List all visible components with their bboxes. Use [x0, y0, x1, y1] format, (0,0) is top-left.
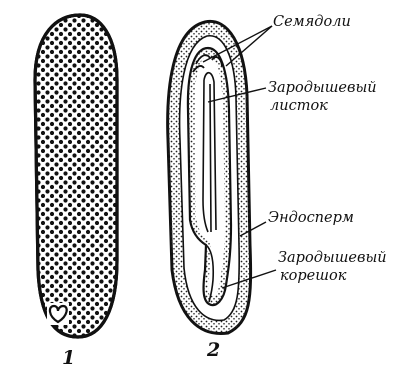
label-embryonic-leaf-2: листок	[270, 98, 328, 114]
seed-1-dotted-surface	[30, 10, 125, 345]
label-embryonic-root-1: Зародышевый	[278, 250, 387, 266]
label-endosperm: Эндосперм	[268, 210, 354, 226]
seed-section-figure	[168, 21, 276, 333]
figure-number-1: 1	[62, 347, 75, 369]
figure-number-2: 2	[206, 339, 220, 361]
label-cotyledons: Семядоли	[273, 14, 351, 30]
whole-seed-figure	[30, 10, 125, 345]
embryo-mark	[47, 303, 69, 325]
label-embryonic-leaf-1: Зародышевый	[268, 80, 377, 96]
label-embryonic-root-2: корешок	[280, 268, 347, 284]
